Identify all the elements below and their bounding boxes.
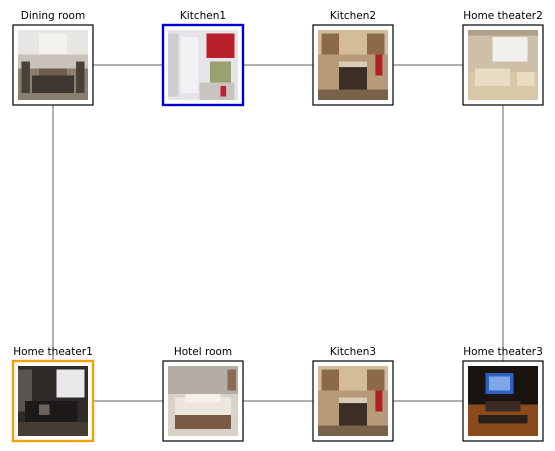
node-home-theater3: Home theater3 xyxy=(462,346,544,442)
node-kitchen1: Kitchen1 xyxy=(161,10,245,107)
room-photo xyxy=(468,366,538,436)
nodes: Dining room Kitchen1 Kitchen2 Home theater2… xyxy=(11,10,544,443)
room-photo xyxy=(468,30,538,100)
node-home-theater1: Home theater1 xyxy=(11,346,95,443)
node-hotel-room: Hotel room xyxy=(162,346,244,442)
room-photo xyxy=(168,366,238,436)
node-label: Home theater3 xyxy=(463,346,543,358)
node-dining-room: Dining room xyxy=(12,10,94,106)
room-photo xyxy=(318,366,388,436)
node-label: Dining room xyxy=(21,10,85,22)
node-label: Kitchen1 xyxy=(180,10,226,22)
node-kitchen3: Kitchen3 xyxy=(312,346,394,442)
node-label: Kitchen2 xyxy=(330,10,376,22)
room-photo xyxy=(318,30,388,100)
room-photo xyxy=(18,30,88,100)
node-kitchen2: Kitchen2 xyxy=(312,10,394,106)
node-label: Kitchen3 xyxy=(330,346,376,358)
edges xyxy=(52,64,504,402)
room-photo xyxy=(168,30,238,100)
room-photo xyxy=(18,366,88,436)
node-label: Hotel room xyxy=(174,346,232,358)
node-label: Home theater1 xyxy=(13,346,93,358)
node-label: Home theater2 xyxy=(463,10,543,22)
node-home-theater2: Home theater2 xyxy=(462,10,544,106)
